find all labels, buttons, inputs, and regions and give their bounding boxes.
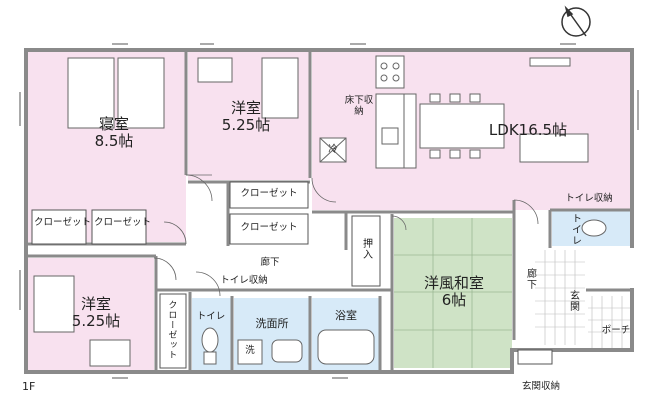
closet-label: クローゼット	[94, 217, 152, 228]
room-washitsu: 洋風和室 6帖	[412, 274, 496, 310]
room-toilet-2: トイレ	[569, 213, 581, 246]
room-bedroom: 寝室 8.5帖	[86, 115, 142, 151]
washitsu-fill	[394, 218, 512, 368]
door-swings	[153, 174, 539, 297]
washer-label: 洗	[245, 345, 255, 356]
kitchen-fixtures	[319, 55, 589, 169]
toilet-storage-label: トイレ収納	[220, 275, 268, 286]
room-size: 5.25帖	[71, 312, 121, 331]
room-washroom: 洗面所	[255, 317, 289, 330]
walls	[24, 48, 634, 374]
closet-label: クローゼット	[240, 222, 298, 233]
room-size: 5.25帖	[221, 116, 271, 135]
bath-fixtures	[201, 219, 607, 365]
room-name: 洋室	[80, 295, 111, 313]
room-toilet: トイレ	[196, 311, 226, 322]
room-name: 洋室	[230, 99, 261, 117]
windows	[19, 43, 639, 379]
toilet-storage-label-2: トイレ収納	[565, 193, 613, 204]
room-western-1: 洋室 5.25帖	[214, 99, 278, 135]
genkan-tiles	[535, 250, 630, 350]
room-size: 8.5帖	[94, 132, 134, 151]
room-name: 寝室	[98, 115, 129, 133]
room-porch: ポーチ	[601, 325, 631, 336]
room-hallway-2: 廊下	[524, 268, 536, 290]
closet-label: クローゼット	[240, 188, 298, 199]
tatami-grid	[394, 218, 512, 368]
room-name: 洋風和室	[423, 274, 484, 292]
room-bath: 浴室	[335, 309, 357, 322]
floor-label: 1F	[22, 380, 36, 393]
closet-outlines	[31, 181, 553, 369]
closet-label: クローゼット	[166, 300, 177, 360]
closet-label: クローゼット	[34, 217, 92, 228]
room-hallway-1: 廊下	[260, 257, 280, 268]
room-western-2: 洋室 5.25帖	[64, 295, 128, 331]
room-size: 6帖	[441, 291, 467, 310]
oshiire-label: 押入	[360, 238, 372, 260]
genkan-storage-label: 玄関収納	[521, 381, 560, 392]
bedroom-furniture	[33, 57, 299, 367]
underfloor-storage-label: 床下収納	[344, 95, 374, 117]
fridge-label: 冷	[328, 144, 338, 155]
room-genkan: 玄関	[567, 290, 579, 312]
room-ldk: LDK16.5帖	[488, 121, 568, 139]
compass-icon	[561, 5, 591, 37]
